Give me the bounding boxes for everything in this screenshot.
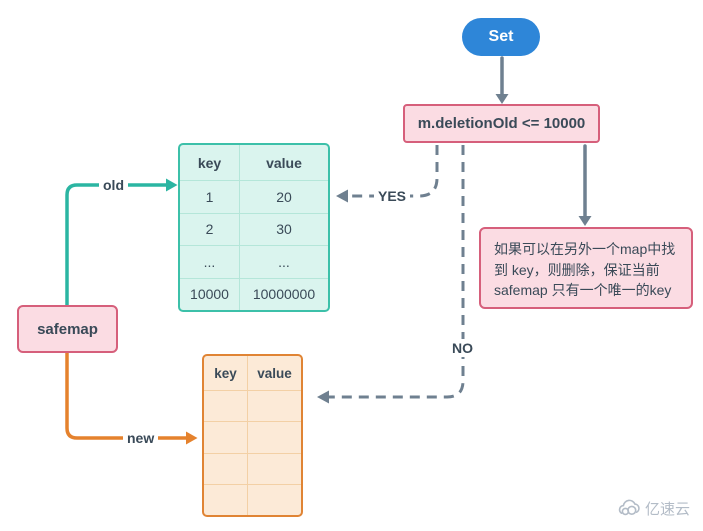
new-map-cell — [248, 483, 301, 515]
new-map-cell — [248, 452, 301, 484]
watermark: 亿速云 — [616, 497, 690, 519]
new-map-cell — [204, 390, 248, 422]
edge-safemap-old — [65, 183, 168, 307]
condition-label: m.deletionOld <= 10000 — [417, 115, 586, 132]
condition-node: m.deletionOld <= 10000 — [403, 104, 600, 143]
note-node: 如果可以在另外一个map中找 到 key，则删除，保证当前 safemap 只有… — [479, 227, 693, 309]
new-map-cell — [204, 483, 248, 515]
old-map-cell: ... — [240, 245, 328, 278]
note-line-3: safemap 只有一个唯一的key — [494, 282, 672, 298]
watermark-text: 亿速云 — [644, 500, 690, 518]
old-map-cell: ... — [180, 245, 240, 278]
edge-no-arrowhead — [317, 390, 329, 404]
new-map-cell — [248, 390, 301, 421]
old-map-header-value: value — [266, 154, 302, 171]
old-map-cell: 10000000 — [240, 277, 328, 311]
edge-condition-to-note-arrowhead — [578, 216, 592, 226]
edge-no — [329, 145, 465, 399]
cloud-logo-icon — [618, 499, 640, 516]
new-map-cell — [204, 421, 248, 453]
note-line-2: 到 key，则删除，保证当前 — [494, 261, 660, 278]
new-map-cell — [204, 452, 248, 484]
old-map-cell: 1 — [180, 180, 240, 213]
set-node: Set — [462, 18, 540, 56]
edge-safemap-new-arrowhead — [186, 431, 198, 445]
safemap-label: safemap — [37, 320, 98, 338]
set-node-label: Set — [488, 28, 514, 45]
edge-yes-arrowhead — [336, 189, 348, 203]
edge-set-to-condition-arrowhead — [495, 94, 509, 104]
new-map-header-value: value — [257, 365, 292, 381]
note-line-1: 如果可以在另外一个map中找 — [494, 241, 676, 257]
old-map-table: key value 1 20 2 30 ... ... 10000 100000… — [178, 143, 330, 312]
old-map-cell: 2 — [180, 212, 240, 245]
edge-label-yes: YES — [374, 187, 411, 205]
edge-label-old: old — [99, 176, 128, 194]
new-map-table: key value — [202, 354, 303, 517]
edge-safemap-new — [65, 351, 188, 440]
edge-label-new: new — [123, 429, 159, 447]
new-map-header-key: key — [204, 356, 248, 390]
edge-label-no: NO — [448, 339, 477, 357]
old-map-header-key: key — [180, 145, 240, 180]
safemap-node: safemap — [17, 305, 118, 353]
new-map-cell — [248, 421, 301, 452]
edge-safemap-old-arrowhead — [166, 178, 178, 192]
old-map-cell: 20 — [240, 180, 328, 213]
old-map-cell: 30 — [240, 212, 328, 246]
old-map-cell: 10000 — [180, 277, 240, 310]
